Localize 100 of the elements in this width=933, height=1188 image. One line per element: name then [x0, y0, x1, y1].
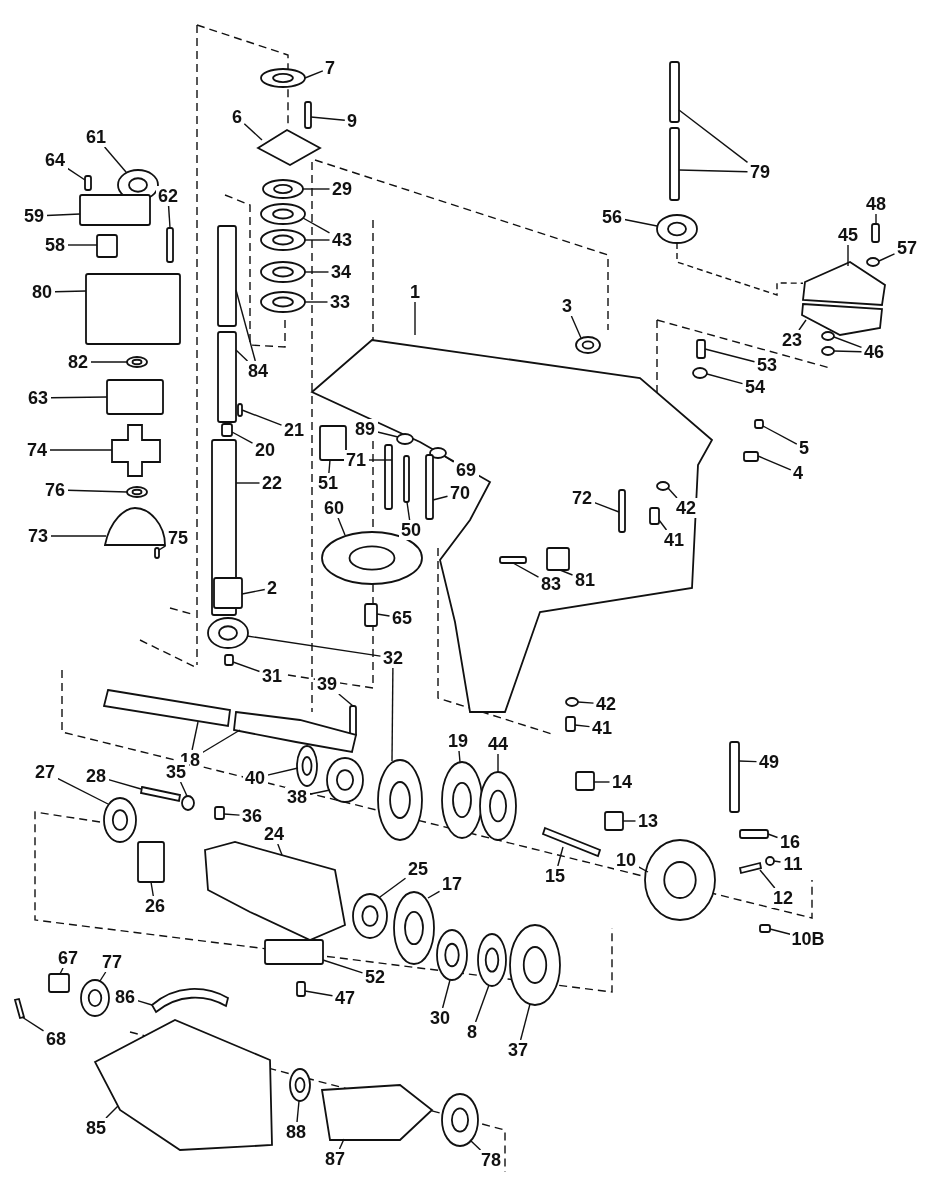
bearing — [656, 214, 698, 244]
o-ring — [126, 486, 148, 498]
stud — [669, 61, 680, 123]
bearing-housing — [204, 841, 346, 941]
leader-line — [414, 301, 416, 336]
callout-number: 69 — [453, 460, 479, 480]
callout-number: 6 — [229, 107, 245, 127]
callout-number: 60 — [321, 498, 347, 518]
pump-liner — [106, 379, 164, 415]
leader-line — [304, 271, 330, 273]
leader-line — [310, 116, 346, 121]
seal-ring — [296, 745, 318, 787]
leader-line — [637, 866, 649, 873]
retaining-ring — [575, 336, 601, 354]
leader-line — [136, 1000, 153, 1006]
key — [743, 451, 759, 462]
propeller-shaft — [102, 688, 231, 728]
callout-number: 24 — [261, 824, 287, 844]
leader-line — [302, 188, 331, 190]
callout-number: 61 — [83, 127, 109, 147]
callout-number: 12 — [770, 888, 796, 908]
thrust-bushing — [320, 1084, 434, 1141]
screw — [565, 716, 576, 732]
spring — [738, 861, 763, 875]
leader-line — [432, 495, 449, 501]
seal — [103, 797, 137, 843]
leader-line — [304, 301, 329, 303]
leader-line — [53, 290, 87, 293]
leader-line — [847, 244, 849, 267]
leader-line — [833, 336, 863, 348]
leader-line — [302, 217, 331, 234]
leader-line — [66, 244, 98, 246]
leader-line — [767, 833, 779, 839]
leader-line — [232, 661, 261, 673]
leader-line — [235, 349, 249, 362]
leader-line — [56, 777, 109, 805]
bolt — [304, 101, 312, 129]
leader-line — [21, 1016, 45, 1032]
washer — [866, 257, 880, 267]
leader-line — [559, 569, 574, 576]
leader-line — [241, 409, 283, 426]
leader-line — [308, 789, 331, 795]
leader-line — [322, 959, 364, 974]
washer — [692, 367, 708, 379]
leader-line — [678, 109, 749, 164]
leader-line — [304, 70, 324, 79]
cover-plate — [79, 194, 151, 226]
leader-line — [49, 396, 108, 399]
callout-number: 10 — [613, 850, 639, 870]
leader-line — [570, 315, 582, 339]
washer — [260, 261, 306, 283]
pin — [739, 829, 769, 839]
seal — [260, 68, 306, 88]
washer — [821, 346, 835, 356]
leader-line — [593, 502, 620, 513]
bushing — [96, 234, 118, 258]
leader-line — [223, 813, 241, 816]
leader-line — [833, 350, 863, 353]
leader-line — [759, 869, 776, 889]
leader-line — [191, 721, 199, 751]
leader-line — [667, 487, 678, 499]
screw — [166, 227, 174, 263]
leader-line — [738, 760, 758, 763]
leader-line — [376, 431, 399, 438]
shim — [260, 203, 306, 225]
callout-number: 64 — [42, 150, 68, 170]
leader-line — [379, 877, 407, 898]
gasket — [801, 303, 883, 336]
leader-line — [574, 724, 591, 728]
o-ring — [126, 356, 148, 368]
washer — [181, 795, 195, 811]
gearcase-housing — [310, 339, 714, 713]
leader-line — [474, 984, 490, 1023]
bearing — [213, 577, 243, 609]
leader-line — [150, 881, 154, 897]
leader-line — [512, 562, 540, 578]
lever — [575, 771, 595, 791]
leader-line — [367, 459, 393, 461]
pin — [221, 423, 233, 437]
leader-line — [179, 781, 188, 797]
shift-rod — [729, 741, 740, 813]
gear — [509, 924, 561, 1006]
leader-line — [769, 928, 791, 935]
leader-line — [773, 860, 782, 863]
shifter — [644, 839, 716, 921]
shim — [260, 229, 306, 251]
leader-line — [66, 167, 86, 181]
callout-number: 89 — [352, 419, 378, 439]
leader-line — [107, 778, 142, 790]
leader-line — [243, 123, 263, 141]
clutch-dog — [326, 757, 364, 803]
leader-line — [406, 501, 411, 521]
seal — [104, 507, 166, 546]
leader-line — [201, 729, 241, 754]
leader-line — [89, 361, 128, 363]
pin — [759, 924, 771, 933]
leader-line — [103, 146, 127, 173]
washer — [429, 447, 447, 459]
propeller-shaft — [233, 711, 358, 754]
shaft — [217, 225, 237, 327]
